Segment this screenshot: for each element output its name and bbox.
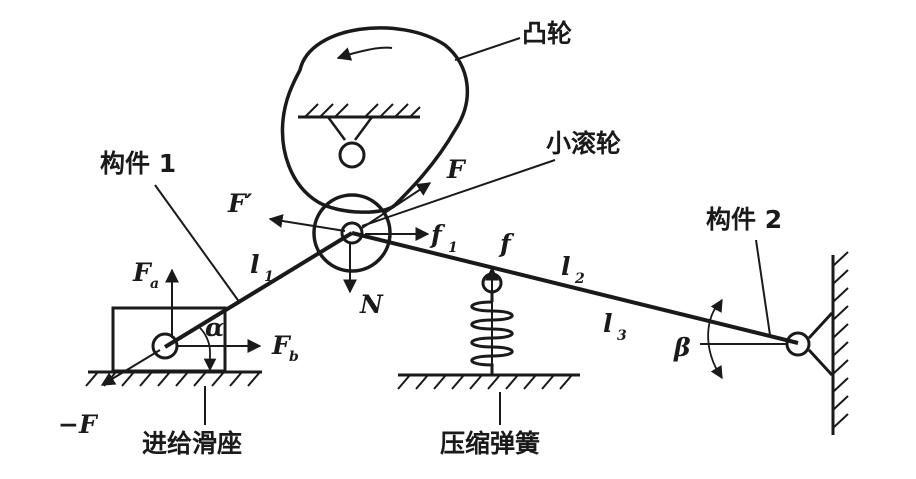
cam-leader	[454, 37, 521, 61]
force-f1-label: f	[429, 220, 446, 249]
member-1-leader	[154, 184, 241, 304]
member-2-label: 构件 2	[706, 205, 782, 234]
member-2-leader	[755, 239, 771, 336]
cam	[280, 26, 469, 214]
l1-sub: 1	[264, 269, 274, 285]
force-minus-F-arrow	[100, 349, 161, 386]
force-minus-F-label: −F	[58, 410, 99, 439]
l3-sub: 3	[617, 328, 627, 344]
alpha-label: α	[205, 313, 224, 342]
force-Fa-label: F	[132, 258, 153, 287]
roller-label: 小滚轮	[546, 129, 621, 158]
member-2-support	[807, 311, 834, 377]
beta-arrow-bottom	[710, 365, 723, 380]
force-Fb-sub: b	[289, 349, 299, 365]
roller-leader	[361, 159, 556, 227]
l2-label: l	[561, 252, 571, 281]
force-f-label: f	[498, 229, 515, 258]
force-N-label: N	[359, 290, 384, 319]
cam-pivot	[338, 141, 366, 169]
beta-arc	[707, 299, 723, 379]
force-Fb-label: F	[271, 331, 292, 360]
force-f1-sub: 1	[448, 240, 458, 256]
l3-label: l	[603, 309, 613, 338]
cam-label: 凸轮	[522, 19, 572, 48]
force-Fa-sub: a	[150, 276, 159, 292]
member-2-link	[351, 231, 799, 345]
member-1-link	[163, 231, 354, 349]
wall-hatch	[832, 251, 849, 429]
l1-label: l	[250, 250, 260, 279]
cam-pivot-support	[326, 116, 374, 141]
member-2-pivot	[785, 331, 811, 357]
beta-label: β	[673, 333, 691, 362]
l2-sub: 2	[574, 271, 585, 287]
feed-slide-ground-hatch	[85, 371, 261, 387]
alpha-arc	[197, 325, 211, 353]
force-F-prime-label: F′	[227, 189, 253, 218]
cam-rotation-arrow	[336, 46, 393, 61]
feed-slide-label: 进给滑座	[142, 429, 242, 458]
member-1-label: 构件 1	[100, 149, 176, 178]
spring-ground-hatch	[397, 374, 573, 390]
cam-mount-hatch	[304, 103, 421, 118]
beta-arrow-top	[710, 298, 723, 313]
spring-label: 压缩弹簧	[440, 429, 540, 458]
force-F-prime-arrow	[268, 214, 346, 232]
force-F-label: F	[446, 155, 467, 184]
force-F-arrow	[361, 182, 432, 229]
feed-slide-pin	[151, 332, 179, 360]
